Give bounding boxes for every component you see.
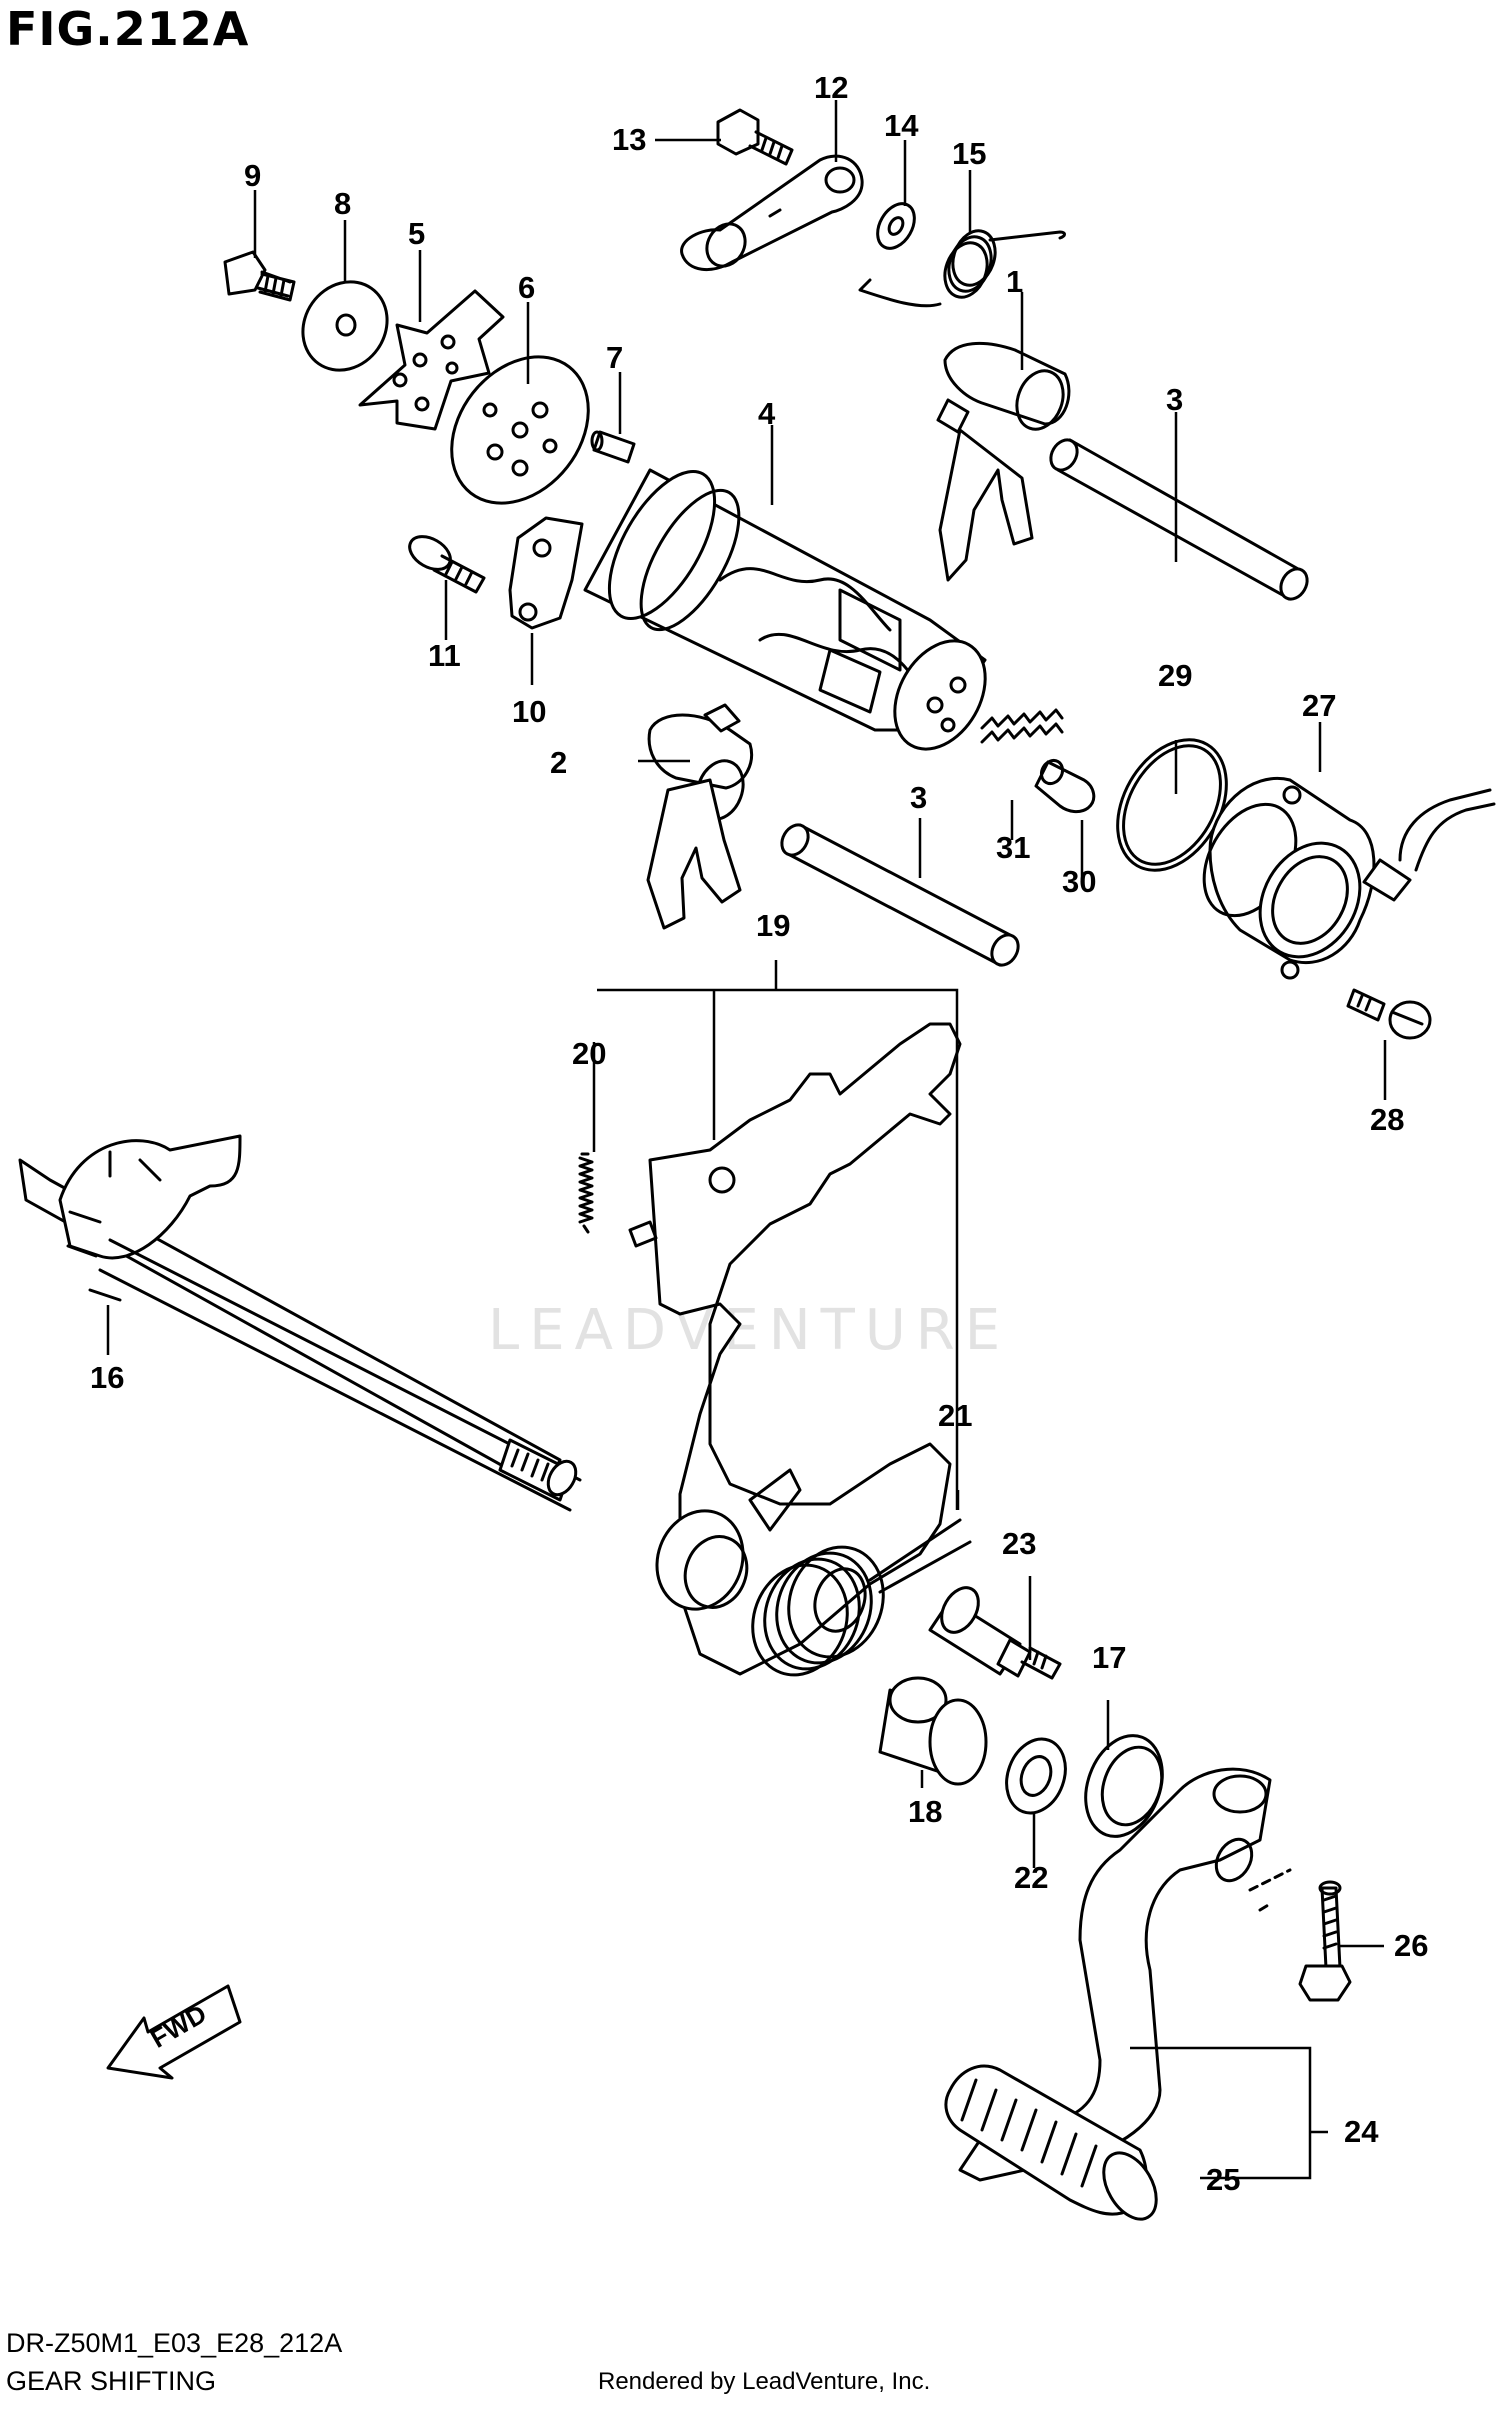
section-name: GEAR SHIFTING <box>6 2366 217 2396</box>
callout-12: 12 <box>814 70 848 105</box>
part-15-spring[interactable] <box>858 225 1066 308</box>
callout-9: 9 <box>244 158 261 193</box>
callout-labels: 1 2 3 3 4 5 6 7 8 9 10 11 12 13 14 15 16… <box>90 70 1428 2197</box>
part-3-shaft-upper[interactable] <box>1046 435 1313 604</box>
part-16-gearshift-shaft[interactable] <box>18 1134 582 1512</box>
part-19-gearshift-arm[interactable] <box>628 1022 962 1676</box>
part-13-bolt[interactable] <box>716 108 794 166</box>
part-24-gearshift-lever[interactable] <box>958 1767 1292 2182</box>
fwd-arrow-icon <box>106 1984 242 2080</box>
part-8-washer[interactable] <box>286 265 404 386</box>
part-2-shift-fork[interactable] <box>646 703 753 930</box>
callout-10: 10 <box>512 694 546 729</box>
callout-27: 27 <box>1302 688 1336 723</box>
callout-18: 18 <box>908 1794 942 1829</box>
callout-17: 17 <box>1092 1640 1126 1675</box>
callout-15: 15 <box>952 136 986 171</box>
callout-24: 24 <box>1344 2114 1379 2149</box>
part-4-shift-drum[interactable] <box>583 455 1004 765</box>
callout-7: 7 <box>606 340 623 375</box>
callout-25: 25 <box>1206 2162 1240 2197</box>
part-3-shaft-lower[interactable] <box>777 820 1024 970</box>
part-26-bolt[interactable] <box>1298 1880 1352 2002</box>
part-10-plate[interactable] <box>508 516 584 630</box>
part-12-arm[interactable] <box>680 154 864 273</box>
watermark: LEADVENTURE <box>488 1298 1011 1363</box>
part-20-spring[interactable] <box>578 1152 594 1234</box>
part-30-pin[interactable] <box>1034 757 1096 814</box>
callout-3-upper: 3 <box>1166 382 1183 417</box>
part-1-shift-fork[interactable] <box>936 341 1071 582</box>
part-9-bolt[interactable] <box>223 250 296 302</box>
part-23-bolt[interactable] <box>928 1581 1062 1680</box>
part-11-screw[interactable] <box>404 530 486 594</box>
callout-4: 4 <box>758 396 776 431</box>
part-21-return-spring[interactable] <box>738 1518 972 1688</box>
callout-2: 2 <box>550 745 567 780</box>
callout-20: 20 <box>572 1036 606 1071</box>
callout-8: 8 <box>334 186 351 221</box>
part-22-washer[interactable] <box>997 1731 1076 1822</box>
callout-14: 14 <box>884 108 919 143</box>
render-credit: Rendered by LeadVenture, Inc. <box>598 2368 931 2395</box>
part-5-stopper-plate[interactable] <box>358 289 505 431</box>
callout-30: 30 <box>1062 864 1096 899</box>
callout-1: 1 <box>1006 264 1023 299</box>
callout-28: 28 <box>1370 1102 1404 1137</box>
callout-26: 26 <box>1394 1928 1428 1963</box>
part-6-cam-plate[interactable] <box>423 330 616 530</box>
callout-21: 21 <box>938 1398 972 1433</box>
callout-31: 31 <box>996 830 1030 865</box>
part-18-collar[interactable] <box>878 1676 988 1786</box>
figure-title: FIG.212A <box>6 2 250 56</box>
callout-5: 5 <box>408 216 425 251</box>
part-27-neutral-switch[interactable] <box>1185 777 1496 980</box>
callout-13: 13 <box>612 122 646 157</box>
model-code: DR-Z50M1_E03_E28_212A <box>6 2328 343 2358</box>
callout-23: 23 <box>1002 1526 1036 1561</box>
part-31-spring[interactable] <box>980 708 1064 744</box>
callout-22: 22 <box>1014 1860 1048 1895</box>
callout-3-lower: 3 <box>910 780 927 815</box>
part-17-oil-seal[interactable] <box>1072 1725 1175 1847</box>
part-14-washer[interactable] <box>870 197 922 255</box>
callout-16: 16 <box>90 1360 124 1395</box>
part-28-bolt[interactable] <box>1346 988 1432 1040</box>
callout-29: 29 <box>1158 658 1192 693</box>
callout-6: 6 <box>518 270 535 305</box>
callout-11: 11 <box>428 638 461 673</box>
part-25-lever-rubber[interactable] <box>944 2064 1167 2228</box>
callout-19: 19 <box>756 908 790 943</box>
part-7-pin[interactable] <box>590 430 636 464</box>
